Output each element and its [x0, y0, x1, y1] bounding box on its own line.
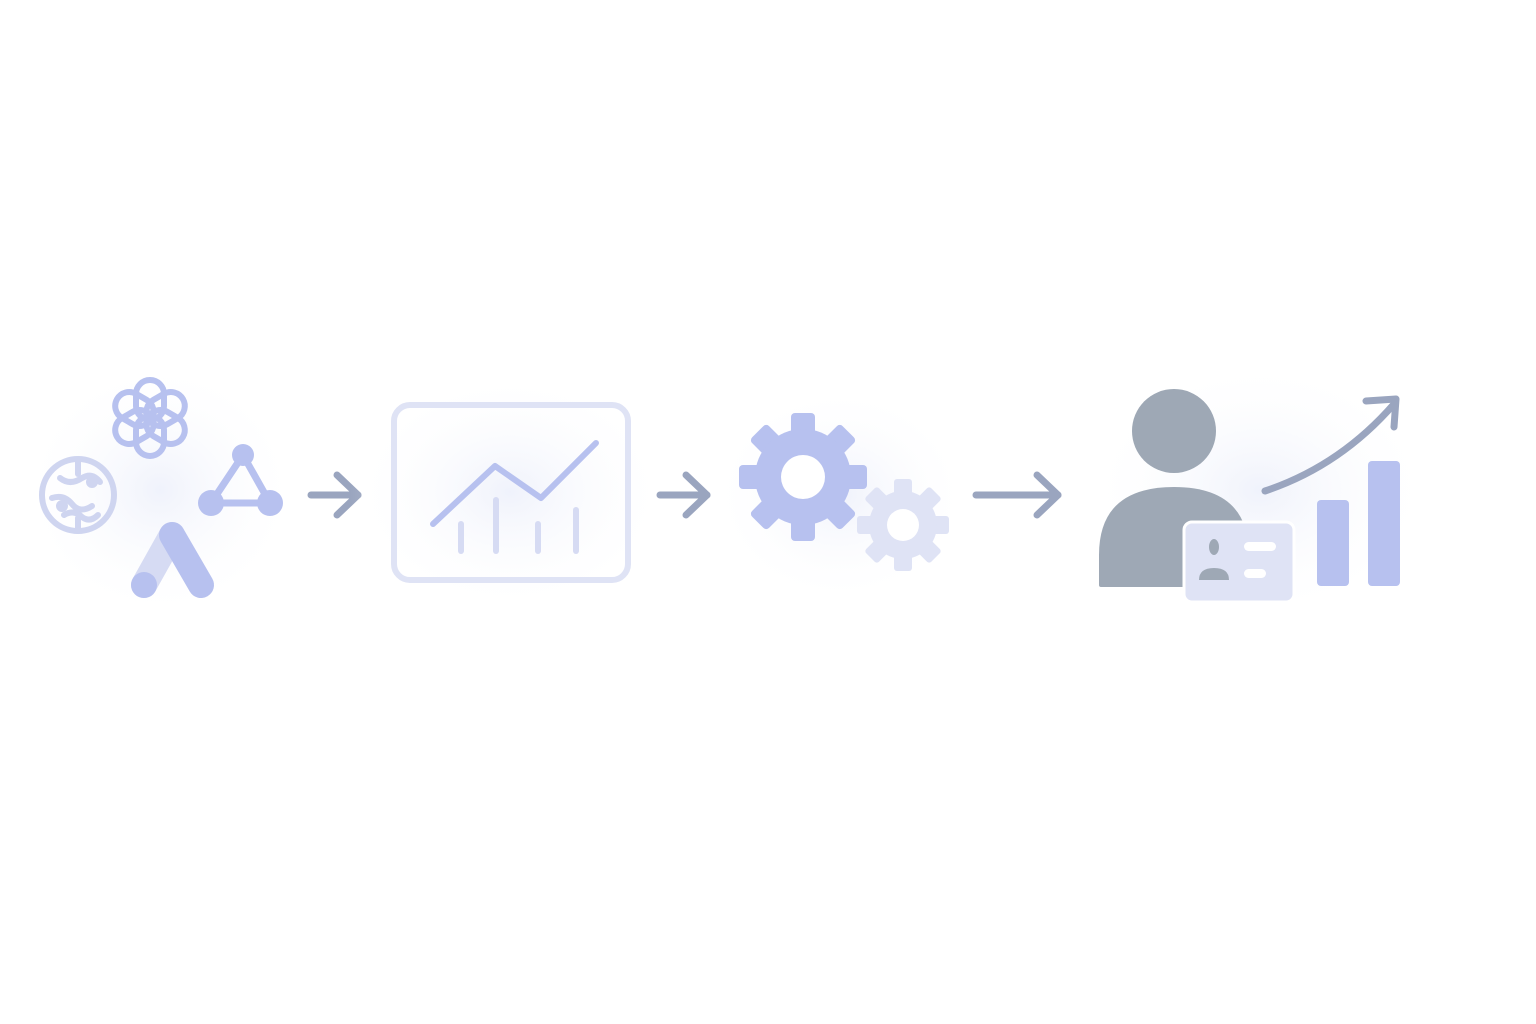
openai-logo-icon — [112, 377, 188, 459]
dashboard-frame — [391, 402, 631, 583]
step-sources — [20, 360, 300, 620]
arrow-2 — [656, 471, 711, 519]
google-ads-logo-icon — [131, 522, 214, 598]
id-card-line-2 — [1244, 569, 1266, 578]
growth-bar-short — [1317, 500, 1349, 586]
analytics-halo — [350, 372, 670, 612]
triangle-nodes-icon — [198, 444, 283, 516]
id-card-body — [1182, 520, 1296, 604]
id-card-avatar — [1199, 539, 1229, 580]
trend-arrow-icon — [1261, 395, 1400, 495]
step-analytics — [350, 372, 670, 612]
dashboard-bars — [458, 497, 579, 554]
id-card-line-1 — [1244, 542, 1276, 551]
step-automation — [710, 385, 970, 605]
sources-halo — [20, 360, 300, 620]
person-head — [1132, 389, 1216, 473]
arrow-3 — [972, 471, 1062, 519]
small-gear-icon — [857, 479, 949, 571]
dashboard-trend-line — [430, 440, 599, 527]
brain-circuit-icon — [39, 456, 117, 534]
id-card-icon — [1182, 520, 1296, 604]
growth-bar-tall — [1368, 461, 1400, 586]
step-results — [1085, 360, 1435, 620]
line-chart-dashboard-icon — [391, 402, 631, 583]
growth-bars-icon — [1317, 461, 1400, 586]
large-gear-icon — [739, 413, 867, 541]
